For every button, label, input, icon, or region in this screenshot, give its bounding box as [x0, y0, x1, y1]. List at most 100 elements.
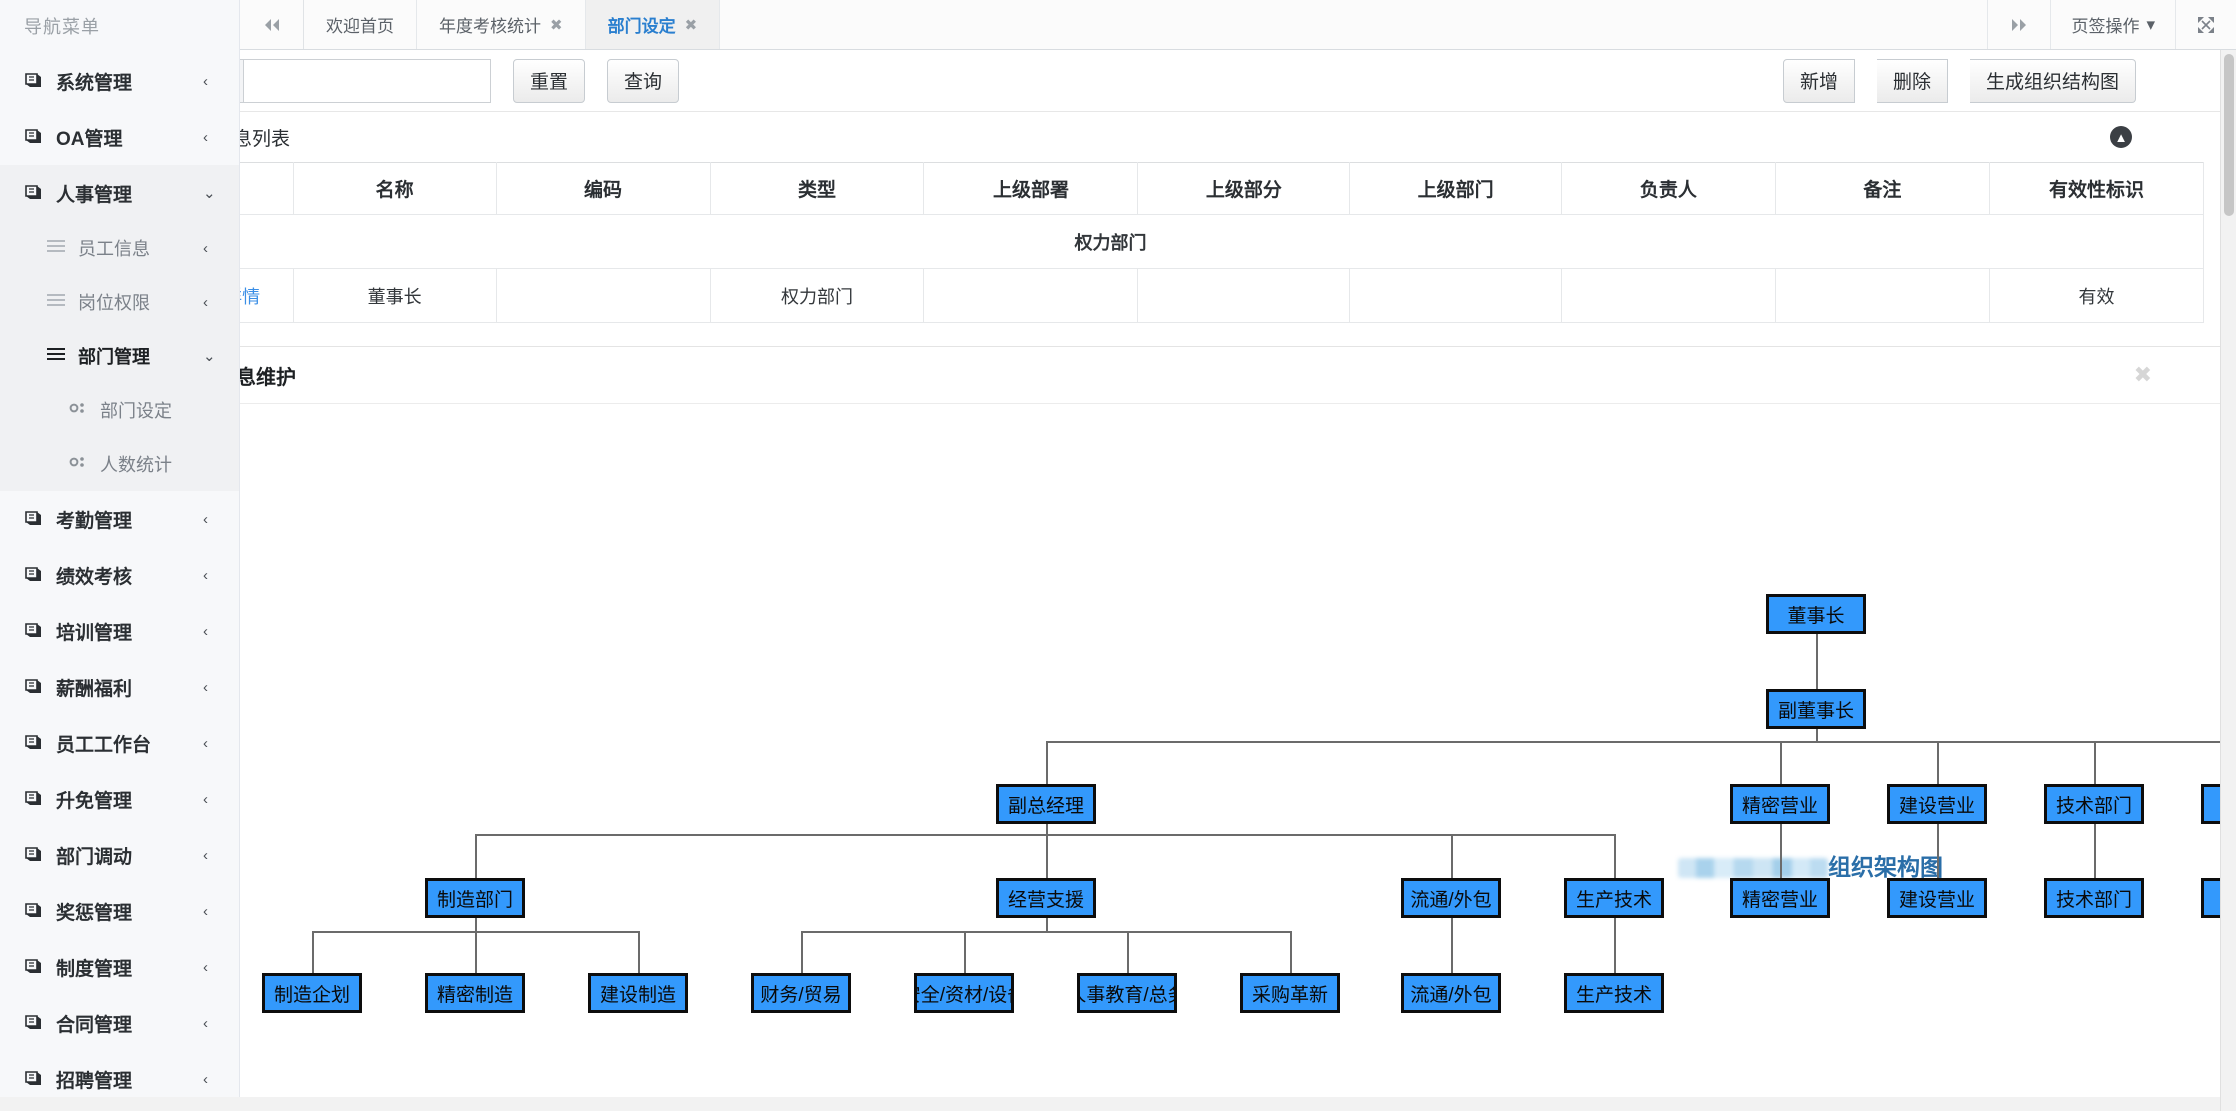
- list-icon: [46, 293, 70, 312]
- col-code: 编码: [496, 163, 710, 215]
- sidebar-item-薪酬福利[interactable]: 薪酬福利‹: [0, 659, 239, 715]
- sidebar-item-制度管理[interactable]: 制度管理‹: [0, 939, 239, 995]
- org-node-label: 建设营业: [1899, 885, 1975, 912]
- org-edge-vertical: [1290, 931, 1292, 973]
- org-node-label: 制造企划: [274, 980, 350, 1007]
- double-chevron-left-icon[interactable]: [240, 0, 304, 49]
- org-edge-vertical: [1614, 834, 1616, 878]
- sidebar-item-label: 部门调动: [56, 842, 203, 869]
- tab-operations-label: 页签操作: [2071, 12, 2139, 37]
- sidebar-item-oa管理[interactable]: OA管理‹: [0, 109, 239, 165]
- org-node-label: 技术部门: [2056, 885, 2132, 912]
- close-icon[interactable]: ✖: [550, 16, 563, 34]
- org-node-副总经理[interactable]: 副总经理: [996, 784, 1096, 824]
- org-node-clipped[interactable]: [2201, 878, 2220, 918]
- org-node-技术部门[interactable]: 技术部门: [2044, 878, 2144, 918]
- add-button[interactable]: 新增: [1783, 59, 1855, 103]
- org-node-建设营业[interactable]: 建设营业: [1887, 784, 1987, 824]
- arrow-up-icon[interactable]: ▲: [2110, 126, 2132, 148]
- redacted-company-name: [1678, 858, 1828, 878]
- org-node-建设制造[interactable]: 建设制造: [588, 973, 688, 1013]
- sidebar-item-员工工作台[interactable]: 员工工作台‹: [0, 715, 239, 771]
- sidebar-leaf-人数统计[interactable]: 人数统计: [0, 437, 239, 491]
- sidebar-item-合同管理[interactable]: 合同管理‹: [0, 995, 239, 1051]
- org-node-财务贸易[interactable]: 财务/贸易: [751, 973, 851, 1013]
- book-icon: [24, 790, 50, 808]
- table-row[interactable]: 1 编辑详情 董事长 权力部门 有效: [1, 269, 2204, 323]
- sidebar-item-label: 人事管理: [56, 180, 203, 207]
- org-node-生产技术[interactable]: 生产技术: [1564, 878, 1664, 918]
- sidebar-item-升免管理[interactable]: 升免管理‹: [0, 771, 239, 827]
- sidebar-subitem-岗位权限[interactable]: 岗位权限‹: [0, 275, 239, 329]
- org-node-建设营业[interactable]: 建设营业: [1887, 878, 1987, 918]
- chevron-left-icon: ‹: [203, 736, 217, 751]
- org-node-制造企划[interactable]: 制造企划: [262, 973, 362, 1013]
- book-icon: [24, 902, 50, 920]
- sidebar-item-培训管理[interactable]: 培训管理‹: [0, 603, 239, 659]
- book-icon: [24, 678, 50, 696]
- vertical-scrollbar-thumb[interactable]: [2224, 54, 2234, 216]
- double-chevron-right-icon[interactable]: [1987, 0, 2050, 49]
- close-icon[interactable]: ✖: [685, 16, 698, 34]
- tab-部门设定[interactable]: 部门设定 ✖: [586, 0, 721, 49]
- generate-org-chart-button[interactable]: 生成组织结构图: [1970, 59, 2136, 103]
- org-node-clipped[interactable]: [2201, 784, 2220, 824]
- book-icon: [24, 72, 50, 90]
- chevron-left-icon: ‹: [203, 1072, 217, 1087]
- query-button[interactable]: 查询: [607, 59, 679, 103]
- org-edge-horizontal: [801, 931, 1290, 933]
- org-node-流通外包[interactable]: 流通/外包: [1401, 878, 1501, 918]
- org-node-精密营业[interactable]: 精密营业: [1730, 878, 1830, 918]
- record-actions: 新增 删除 生成组织结构图: [1761, 59, 2136, 103]
- org-node-label: 流通/外包: [1410, 885, 1491, 912]
- gears-icon: [68, 454, 92, 475]
- sidebar-item-部门调动[interactable]: 部门调动‹: [0, 827, 239, 883]
- org-node-安全资材设备[interactable]: 安全/资材/设备: [914, 973, 1014, 1013]
- tab-欢迎首页[interactable]: 欢迎首页: [304, 0, 417, 49]
- tab-operations-dropdown[interactable]: 页签操作 ▾: [2050, 0, 2175, 49]
- sidebar-item-人事管理[interactable]: 人事管理⌄: [0, 165, 239, 221]
- sidebar-subitem-部门管理[interactable]: 部门管理⌄: [0, 329, 239, 383]
- sidebar-leaf-部门设定[interactable]: 部门设定: [0, 383, 239, 437]
- org-node-董事长[interactable]: 董事长: [1766, 594, 1866, 634]
- org-node-采购革新[interactable]: 采购革新: [1240, 973, 1340, 1013]
- book-icon: [24, 1014, 50, 1032]
- tab-label: 部门设定: [608, 12, 676, 37]
- sidebar-subitem-员工信息[interactable]: 员工信息‹: [0, 221, 239, 275]
- tab-年度考核统计[interactable]: 年度考核统计✖: [417, 0, 586, 49]
- org-edge-vertical: [2094, 741, 2096, 784]
- org-node-经营支援[interactable]: 经营支援: [996, 878, 1096, 918]
- sidebar-item-考勤管理[interactable]: 考勤管理‹: [0, 491, 239, 547]
- sidebar-subitem-label: 部门管理: [78, 343, 203, 369]
- close-icon[interactable]: ✖: [2134, 364, 2152, 386]
- book-icon: [24, 510, 50, 528]
- org-edge-vertical: [475, 918, 477, 931]
- horizontal-scrollbar[interactable]: [0, 1097, 2220, 1111]
- vertical-scrollbar[interactable]: [2220, 50, 2236, 1111]
- chevron-left-icon: ‹: [203, 680, 217, 695]
- delete-button[interactable]: 删除: [1877, 59, 1948, 103]
- sidebar-item-绩效考核[interactable]: 绩效考核‹: [0, 547, 239, 603]
- col-remark: 备注: [1775, 163, 1989, 215]
- org-node-技术部门[interactable]: 技术部门: [2044, 784, 2144, 824]
- org-node-人事教育总务[interactable]: 人事教育/总务: [1077, 973, 1177, 1013]
- fullscreen-icon[interactable]: [2175, 0, 2236, 49]
- org-node-精密制造[interactable]: 精密制造: [425, 973, 525, 1013]
- chevron-down-icon: ⌄: [203, 186, 217, 201]
- org-node-label: 制造部门: [437, 885, 513, 912]
- chevron-left-icon: ‹: [203, 624, 217, 639]
- org-node-label: 生产技术: [1576, 885, 1652, 912]
- reset-button[interactable]: 重置: [513, 59, 585, 103]
- sidebar-subgroup-人事管理: 员工信息‹岗位权限‹部门管理⌄部门设定人数统计: [0, 221, 239, 491]
- search-input[interactable]: [243, 59, 491, 103]
- cell-parent-deployment: [924, 269, 1138, 323]
- org-node-副董事长[interactable]: 副董事长: [1766, 689, 1866, 729]
- org-node-生产技术[interactable]: 生产技术: [1564, 973, 1664, 1013]
- org-edge-vertical: [312, 931, 314, 973]
- sidebar-item-系统管理[interactable]: 系统管理‹: [0, 53, 239, 109]
- org-node-流通外包[interactable]: 流通/外包: [1401, 973, 1501, 1013]
- org-node-精密营业[interactable]: 精密营业: [1730, 784, 1830, 824]
- sidebar-item-label: 制度管理: [56, 954, 203, 981]
- sidebar-item-奖惩管理[interactable]: 奖惩管理‹: [0, 883, 239, 939]
- org-node-制造部门[interactable]: 制造部门: [425, 878, 525, 918]
